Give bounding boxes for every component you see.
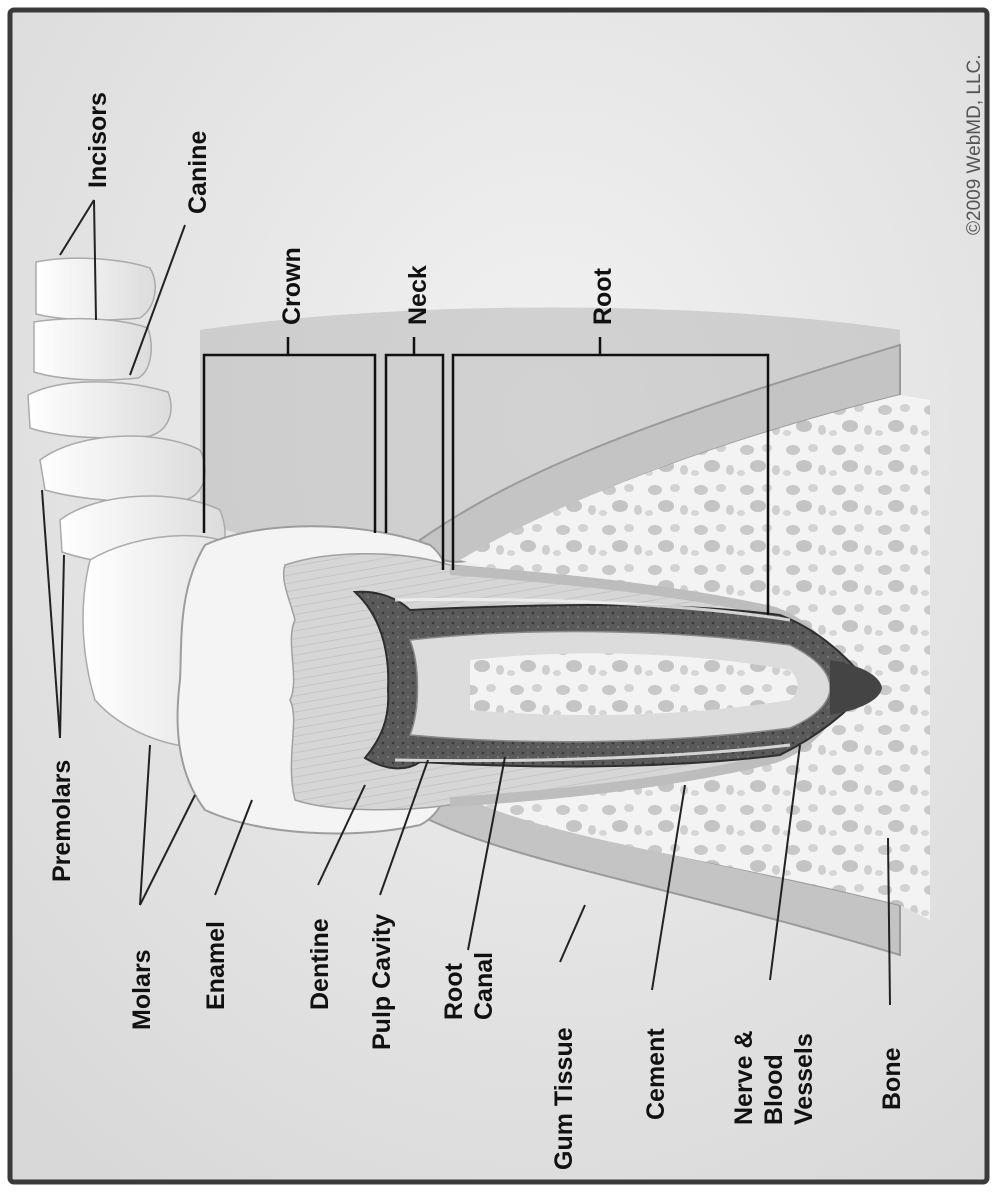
- label-root-canal-line2: Canal: [470, 952, 498, 1020]
- label-nerve-line3: Vessels: [790, 1033, 818, 1125]
- label-crown: Crown: [278, 247, 306, 325]
- label-root-canal-line1: Root: [440, 962, 468, 1020]
- label-enamel: Enamel: [202, 921, 230, 1010]
- canine-tooth: [28, 382, 171, 438]
- label-cement: Cement: [642, 1028, 670, 1120]
- label-gum-tissue: Gum Tissue: [550, 1027, 578, 1170]
- incisor-tooth: [34, 319, 151, 380]
- copyright-notice: ©2009 WebMD, LLC.: [964, 54, 985, 235]
- label-pulp-cavity: Pulp Cavity: [368, 914, 396, 1050]
- label-molars: Molars: [128, 949, 156, 1030]
- label-neck: Neck: [404, 265, 432, 325]
- label-canine: Canine: [184, 131, 212, 214]
- label-premolars: Premolars: [48, 760, 76, 882]
- label-nerve-line2: Blood: [760, 1054, 788, 1125]
- label-bone: Bone: [878, 1047, 906, 1110]
- label-nerve-line1: Nerve &: [730, 1031, 758, 1126]
- premolar-tooth: [40, 436, 205, 502]
- label-incisors: Incisors: [84, 92, 112, 188]
- label-root: Root: [589, 267, 617, 325]
- label-dentine: Dentine: [306, 918, 334, 1010]
